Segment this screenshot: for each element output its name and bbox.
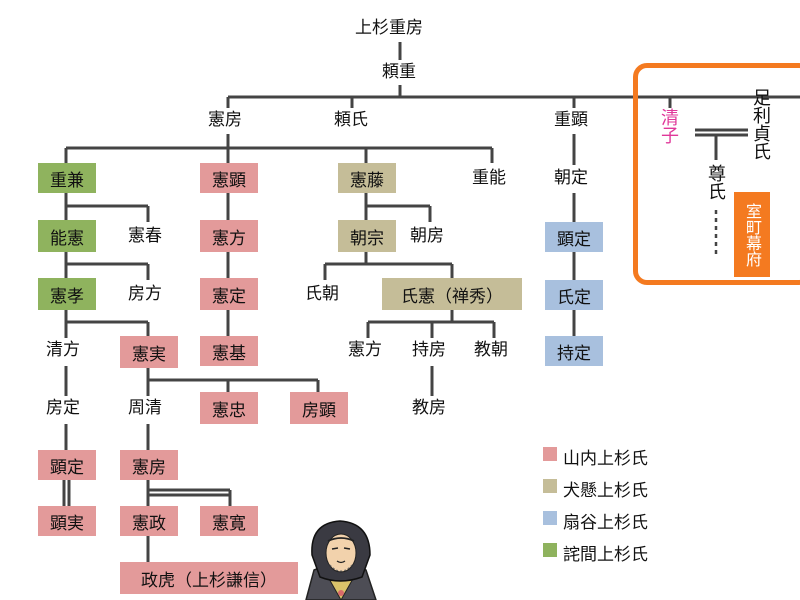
node-kiyoko: 清子 (658, 108, 679, 144)
node-kiyokata: 清方 (46, 340, 80, 360)
node-ujisada: 氏定 (545, 280, 603, 310)
node-noritada: 憲忠 (200, 392, 258, 424)
node-shigefusa: 上杉重房 (355, 18, 423, 38)
node-tomofusa: 朝房 (410, 226, 444, 246)
node-ujitomo: 氏朝 (305, 284, 339, 304)
node-noriaki: 憲顕 (200, 163, 258, 193)
node-chikakiyo: 周清 (128, 398, 162, 418)
node-noriharu: 憲春 (128, 226, 162, 246)
node-norisada: 憲定 (200, 278, 258, 310)
node-norihiro: 憲寛 (200, 506, 258, 536)
node-noritaka: 憲孝 (38, 278, 96, 310)
node-sonji: 尊氏 (705, 164, 726, 200)
bakufu-badge: 室町幕府 (734, 192, 770, 277)
legend-label: 扇谷上杉氏 (563, 513, 648, 533)
kenshin-portrait-icon (305, 520, 377, 600)
node-norifusa1: 憲房 (208, 110, 242, 130)
node-akisada1: 顕定 (545, 222, 603, 252)
node-takauji: 足利貞氏 (750, 88, 771, 160)
legend-label: 山内上杉氏 (563, 449, 648, 469)
node-akizane: 顕実 (38, 506, 96, 536)
legend-swatch (543, 543, 557, 557)
node-fusakata: 房方 (128, 284, 162, 304)
legend-label: 犬懸上杉氏 (563, 481, 648, 501)
node-tomosada: 朝定 (554, 168, 588, 188)
node-norikata2: 憲方 (348, 340, 382, 360)
node-shigekane: 重兼 (38, 163, 96, 193)
node-norimasa: 憲政 (120, 506, 178, 536)
node-masatora: 政虎（上杉謙信） (120, 562, 298, 594)
node-norikata1: 憲方 (200, 220, 258, 252)
legend-swatch (543, 447, 557, 461)
node-shigeaki: 重顕 (554, 110, 588, 130)
node-shigeyoshi: 重能 (472, 168, 506, 188)
node-mochisada: 持定 (545, 336, 603, 366)
node-tomomune: 朝宗 (338, 220, 396, 252)
node-norizane: 憲実 (120, 336, 178, 368)
node-noritomo: 教朝 (474, 340, 508, 360)
node-ujinori: 氏憲（禅秀） (382, 278, 522, 310)
node-fusasada: 房定 (46, 398, 80, 418)
legend-swatch (543, 511, 557, 525)
legend-swatch (543, 479, 557, 493)
node-akisada2: 顕定 (38, 450, 96, 480)
bakufu-label: 室町幕府 (743, 202, 762, 267)
legend-label: 詫間上杉氏 (563, 545, 648, 565)
node-yoshinori: 能憲 (38, 220, 96, 252)
node-fusaaki: 房顕 (290, 392, 348, 424)
node-mochifusa: 持房 (412, 340, 446, 360)
ashikaga-frame (633, 63, 800, 285)
node-norifusa-k: 教房 (412, 398, 446, 418)
node-norifuji: 憲藤 (338, 163, 396, 193)
node-yoriuji: 頼氏 (334, 110, 368, 130)
node-norimoto: 憲基 (200, 336, 258, 366)
node-yorishige: 頼重 (382, 62, 416, 82)
node-norifusa2: 憲房 (120, 450, 178, 480)
